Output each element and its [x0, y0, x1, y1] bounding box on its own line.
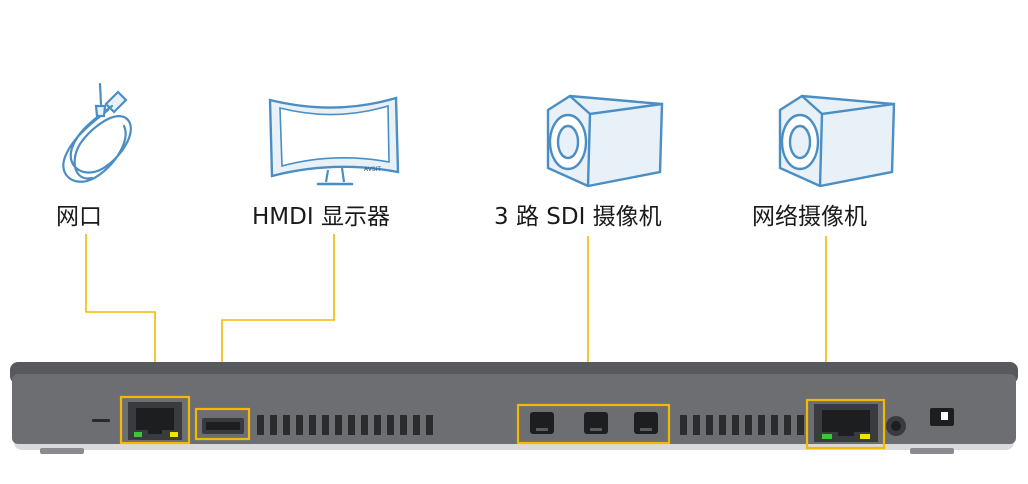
cable-icon	[62, 82, 132, 183]
hdmi-port	[202, 418, 244, 434]
monitor-icon: AVSIT	[268, 96, 400, 186]
network-camera-icon	[778, 94, 896, 188]
monitor-brand: AVSIT	[364, 166, 381, 173]
highlight-boxes	[119, 395, 886, 450]
power-indicator	[92, 419, 110, 422]
highlight-hdmi-port	[194, 407, 251, 441]
network-port-line	[85, 234, 156, 398]
rj45-port-right	[814, 404, 878, 442]
label-hdmi-monitor: HMDI 显示器	[252, 204, 390, 230]
sdi-ports	[530, 412, 658, 434]
rj45-port-left	[128, 402, 182, 440]
label-network-camera: 网络摄像机	[752, 204, 867, 230]
vents-left	[257, 415, 433, 435]
dc-power-jack	[886, 416, 906, 436]
foot-left	[40, 448, 84, 454]
vents-right	[680, 415, 804, 435]
highlight-sdi-ports	[516, 403, 671, 445]
foot-right	[910, 448, 954, 454]
highlight-network-camera-port	[805, 398, 886, 450]
power-switch	[930, 408, 954, 426]
label-sdi-cameras: 3 路 SDI 摄像机	[494, 204, 662, 230]
label-network-port: 网口	[56, 204, 102, 230]
sdi-camera-icon	[546, 94, 664, 188]
highlight-network-port	[119, 395, 191, 445]
